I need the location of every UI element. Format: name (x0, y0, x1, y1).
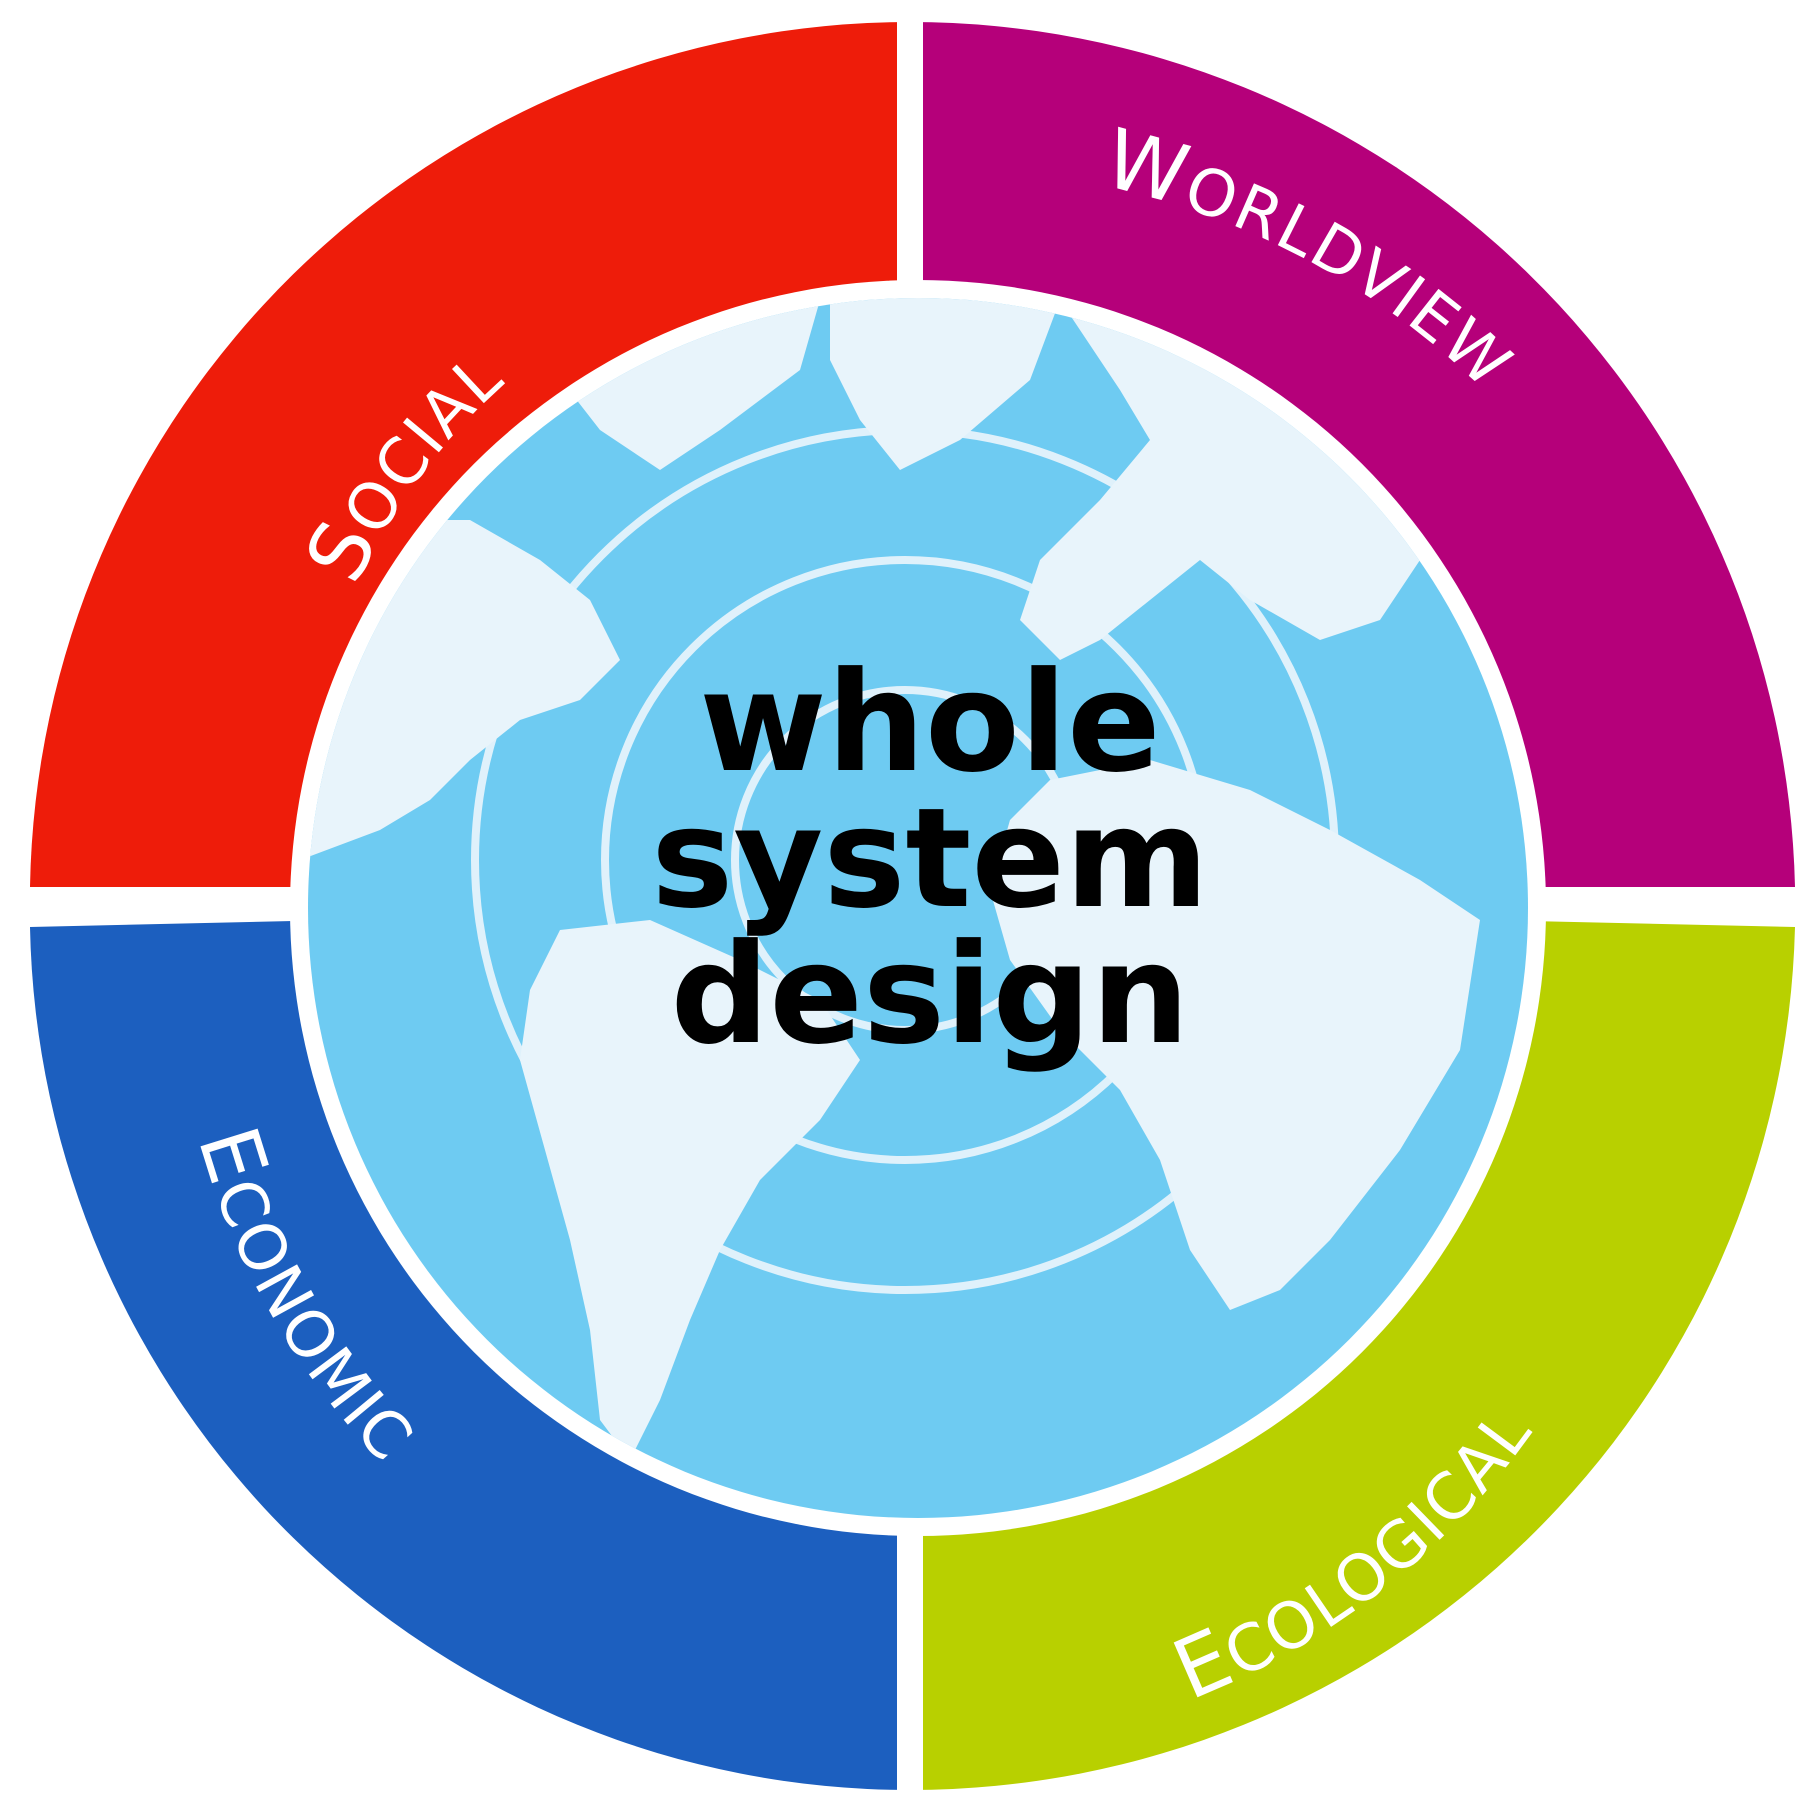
center-title: whole system design (500, 642, 1360, 1075)
center-title-line-2: system (651, 778, 1209, 939)
landmass-north-america (308, 298, 820, 860)
landmass-africa (990, 760, 1480, 1310)
center-title-line-1: whole (699, 642, 1161, 803)
landmass-greenland (830, 298, 1060, 470)
center-title-line-3: design (670, 914, 1190, 1075)
landmass-south-america (520, 920, 860, 1460)
